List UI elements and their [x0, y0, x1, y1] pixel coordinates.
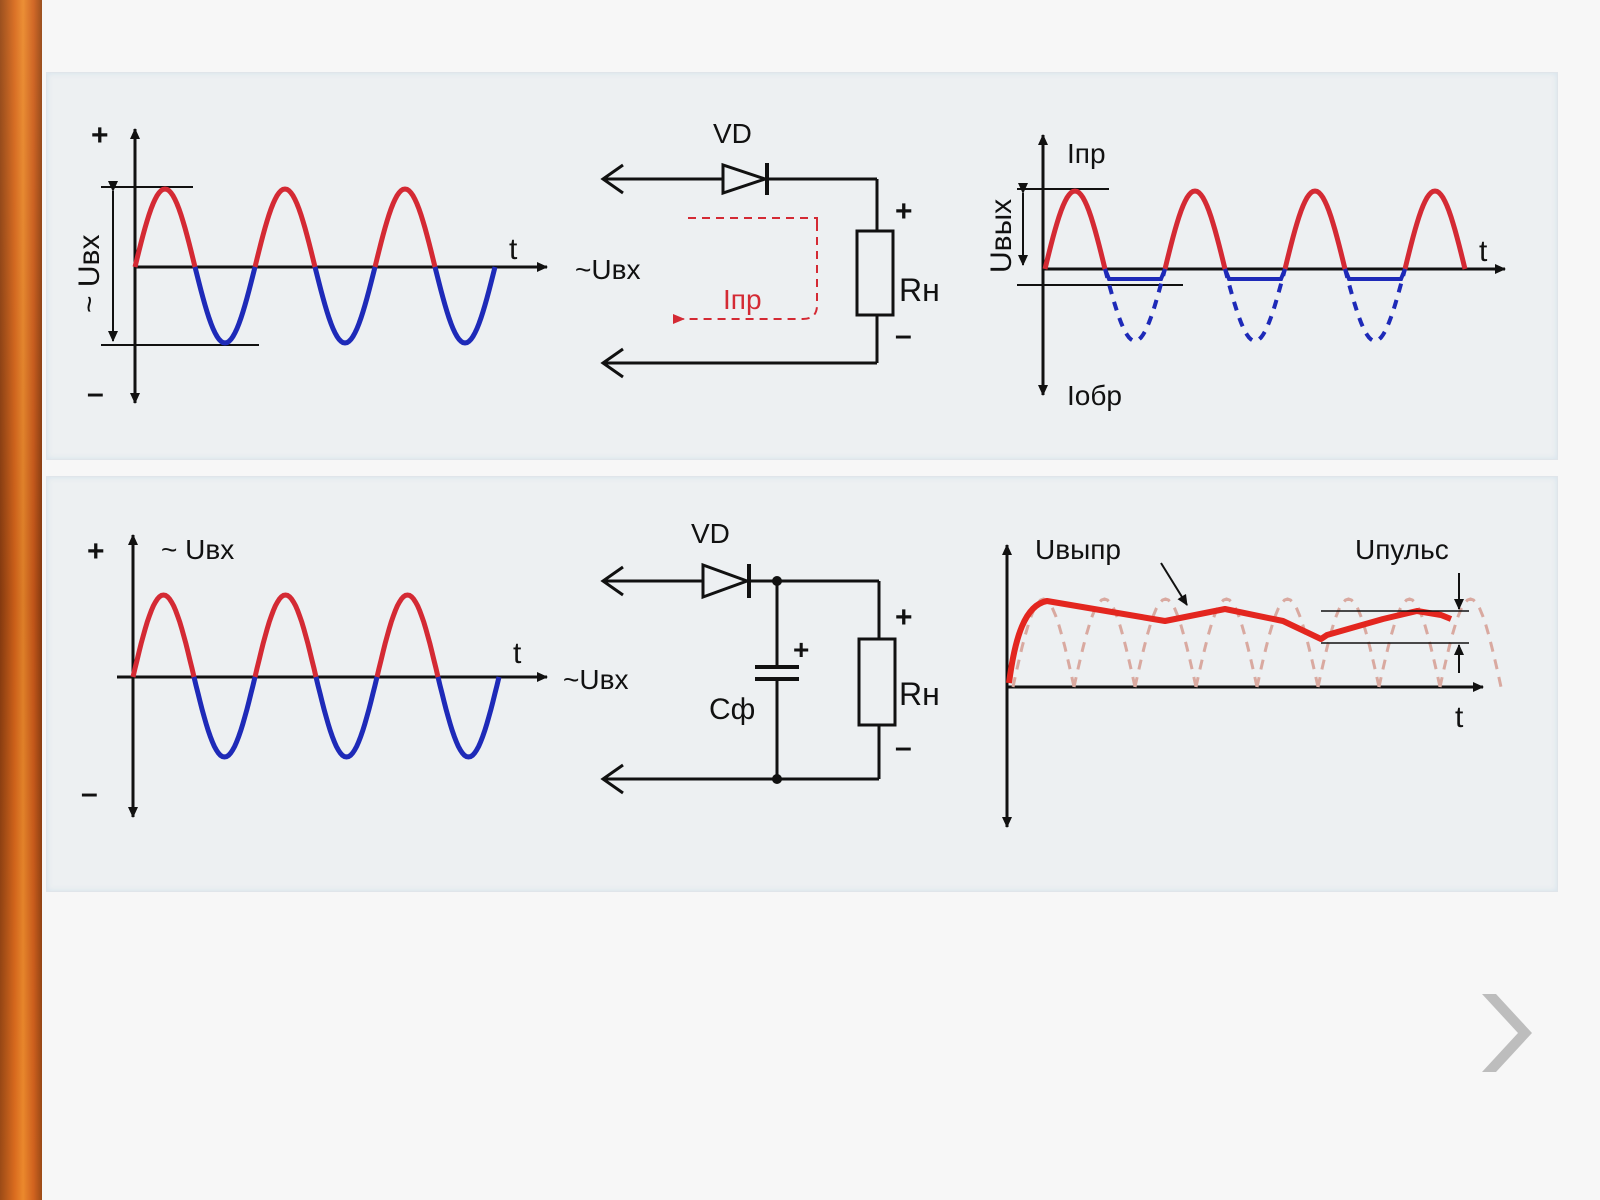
t-axis-label: t	[509, 233, 518, 266]
capacitor-plus-sign: +	[793, 634, 809, 665]
reverse-current-axis-label: Iобр	[1067, 380, 1122, 411]
diode-label: VD	[691, 518, 730, 549]
sine-negative-halves	[192, 266, 498, 346]
sine-positive-halves	[130, 592, 441, 678]
ripple-voltage-label: Uпульс	[1355, 534, 1449, 565]
diode-symbol	[721, 162, 770, 196]
chevron-right-icon[interactable]	[1474, 988, 1534, 1078]
blocked-negative-halves-dashed	[1103, 268, 1407, 344]
input-voltage-label: ~Uвх	[575, 254, 640, 285]
output-voltage-graph: Iпр Iобр t Uвых	[985, 134, 1506, 411]
input-terminal-top	[600, 163, 624, 195]
t-axis-label: t	[1479, 235, 1488, 268]
forward-current-axis-label: Iпр	[1067, 138, 1106, 169]
half-wave-circuit: VD ~Uвх Iпр Rн + –	[575, 118, 940, 379]
half-wave-rectifier-panel: + – t ~ Uвх VD ~Uвх Iпр Rн + –	[46, 72, 1558, 460]
input-terminal-bottom	[600, 763, 624, 795]
plus-sign: +	[91, 119, 109, 152]
current-path-dashed	[683, 217, 818, 319]
diode-label: VD	[713, 118, 752, 149]
load-label: Rн	[899, 272, 940, 308]
rectified-label-pointer	[1160, 562, 1188, 606]
t-axis-label: t	[1455, 701, 1464, 734]
rectified-voltage-label: Uвыпр	[1035, 534, 1121, 565]
input-voltage-label: ~Uвх	[563, 664, 628, 695]
load-resistor	[855, 229, 895, 317]
sine-negative-halves	[191, 676, 502, 760]
load-minus-sign: –	[895, 319, 912, 352]
filtered-rectifier-diagram: + – t ~ Uвх VD	[81, 518, 1503, 828]
load-minus-sign: –	[895, 731, 912, 764]
input-voltage-graph: + – t ~ Uвх	[73, 119, 548, 410]
filter-capacitor	[755, 581, 799, 779]
junction-node-top	[772, 576, 782, 586]
load-label: Rн	[899, 676, 940, 712]
input-voltage-graph: + – t ~ Uвх	[81, 534, 548, 818]
forward-current-label: Iпр	[723, 284, 762, 315]
filtered-circuit: VD ~Uвх Cф + Rн + –	[563, 518, 940, 795]
minus-sign: –	[81, 777, 98, 810]
half-wave-rectifier-diagram: + – t ~ Uвх VD ~Uвх Iпр Rн + –	[73, 118, 1506, 411]
input-terminal-top	[600, 565, 624, 597]
input-terminal-bottom	[600, 347, 624, 379]
t-axis-label: t	[513, 637, 522, 670]
minus-sign: –	[87, 377, 104, 410]
plus-sign: +	[87, 535, 105, 568]
output-voltage-label: Uвых	[985, 199, 1018, 273]
input-voltage-label: ~ Uвх	[73, 235, 106, 313]
load-plus-sign: +	[895, 195, 913, 228]
junction-node-bottom	[772, 774, 782, 784]
smoothed-output-graph: Uвыпр Uпульс t	[1002, 534, 1503, 828]
load-plus-sign: +	[895, 601, 913, 634]
side-accent-stripe	[0, 0, 42, 1200]
smoothed-output-curve	[1006, 598, 1453, 684]
sine-positive-halves	[132, 186, 438, 268]
diode-symbol	[701, 562, 752, 600]
rectified-positive-halves	[1042, 188, 1468, 270]
capacitor-label: Cф	[709, 693, 755, 726]
input-voltage-label: ~ Uвх	[161, 534, 234, 565]
load-resistor	[857, 637, 897, 727]
filtered-rectifier-panel: + – t ~ Uвх VD	[46, 476, 1558, 892]
